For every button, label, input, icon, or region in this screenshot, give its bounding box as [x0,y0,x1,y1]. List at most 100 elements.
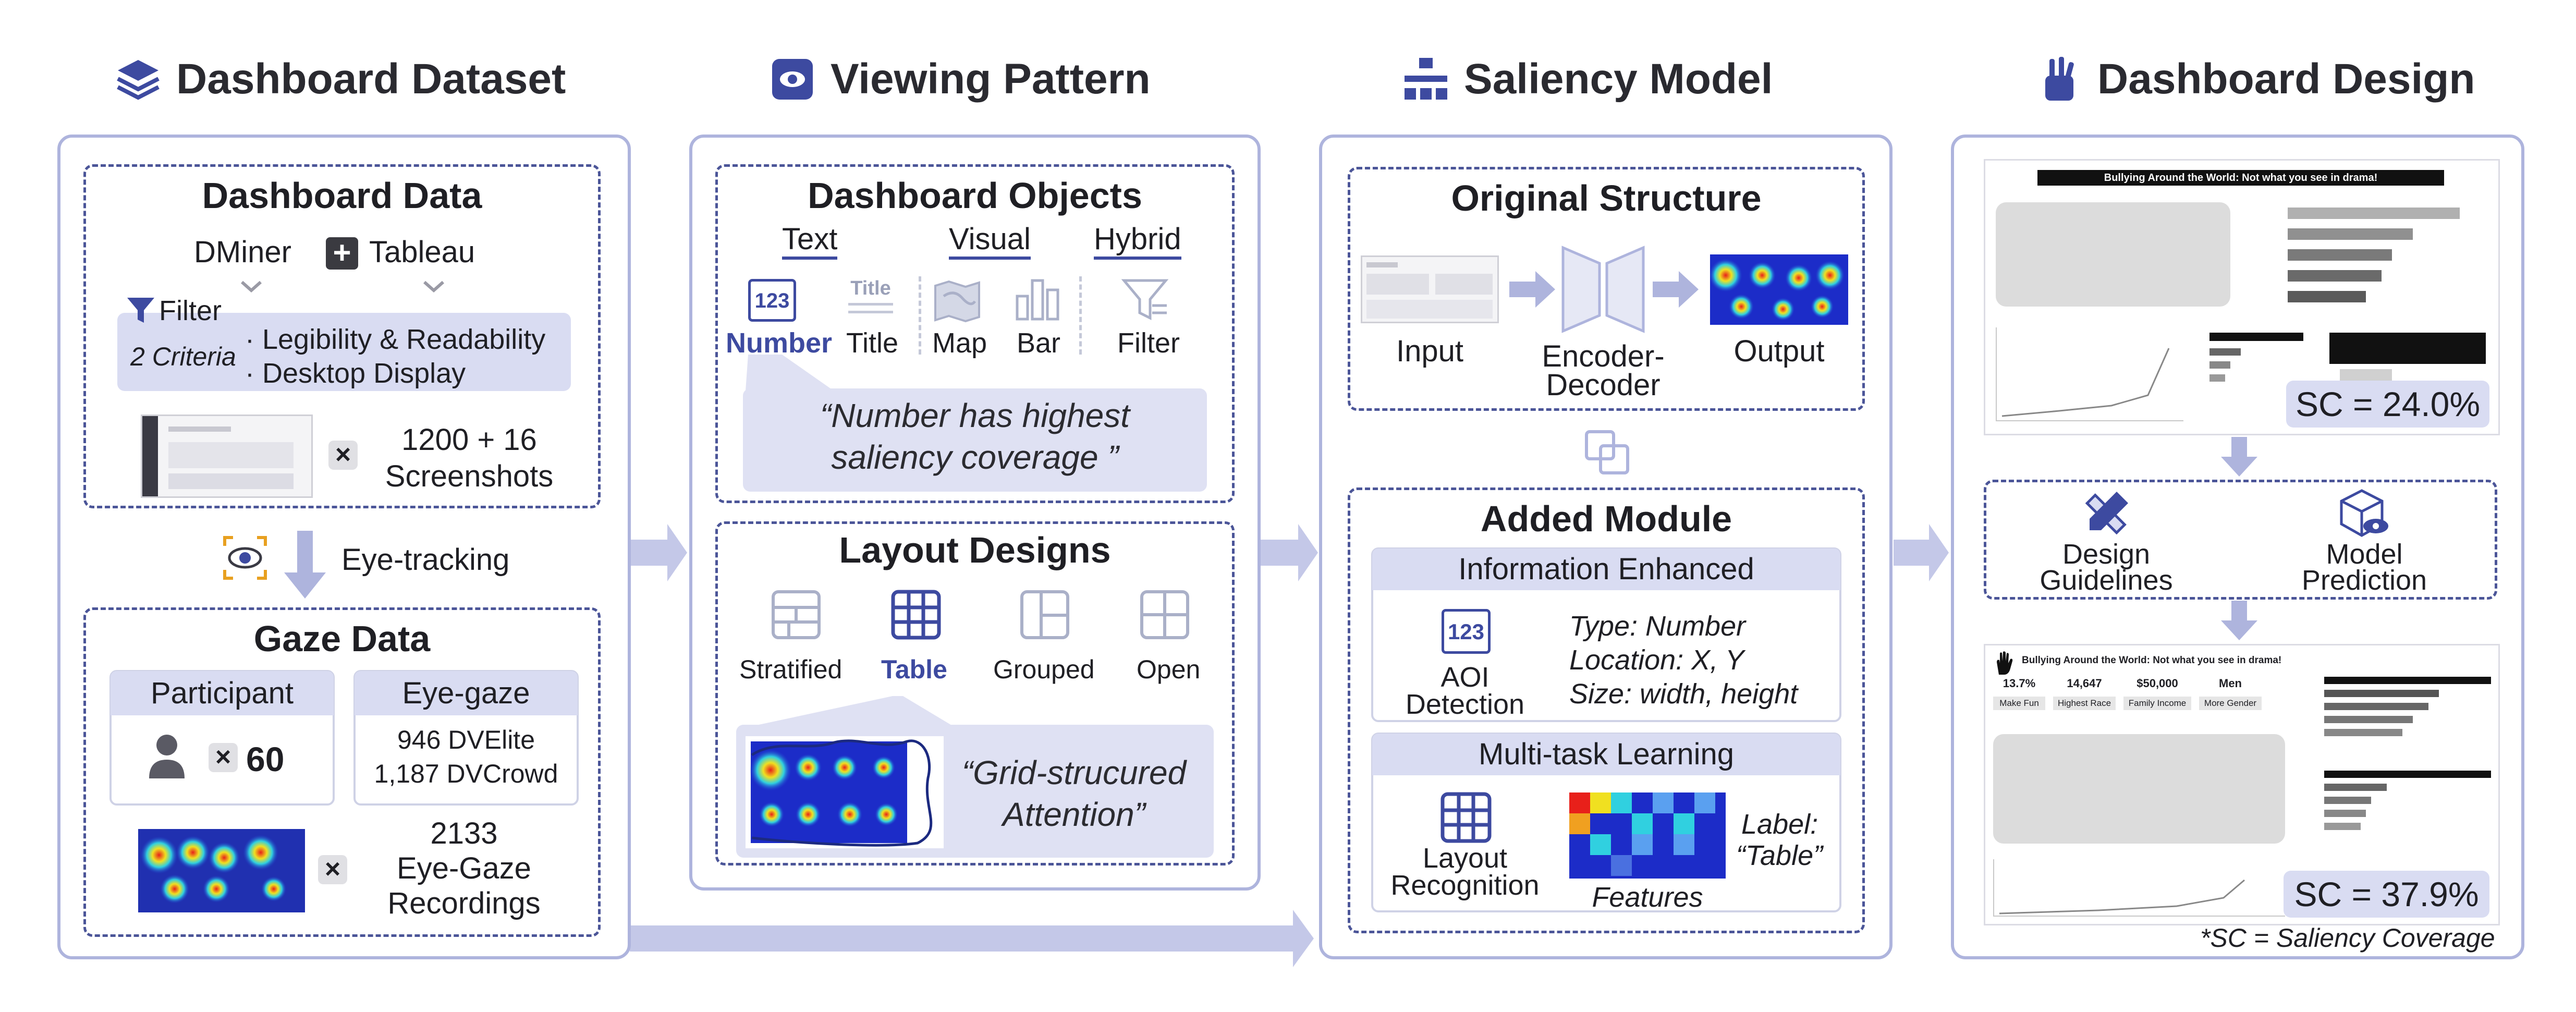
arrow-saliency-to-design [1894,524,1949,581]
number-icon-text: 123 [754,289,790,312]
bar-chart-area [2309,666,2496,854]
arrow-viewing-to-saliency [1261,524,1318,581]
viewing-header-label: Viewing Pattern [831,55,1151,103]
world-map-area [1993,734,2285,844]
pen-cup-icon [2045,57,2074,101]
criterion-desktop: · Desktop Display [245,358,466,389]
viewing-header: Viewing Pattern [769,55,1151,104]
category-text: Text [782,222,838,260]
quote-grid-line2: Attention” [1003,796,1145,833]
kpi-value: 14,647 [2067,677,2102,690]
dashboard-data-title: Dashboard Data [202,175,482,216]
output-heatmap [1710,254,1848,325]
arrow-right-icon [1509,271,1555,308]
design-guidelines-label-1: Design [2062,539,2151,570]
multiply-label: × [215,742,231,772]
vertical-divider [919,276,921,355]
arrow-dataset-to-saliency-bottom [630,910,1314,967]
layout-designs-title: Layout Designs [839,530,1111,570]
layout-grouped: Grouped [993,655,1095,684]
eye-icon [772,59,813,100]
chevron-down-icon [241,281,262,293]
model-prediction-label-2: Prediction [2301,565,2427,596]
callout-pointer [747,696,955,727]
layout-table: Table [881,655,947,684]
criteria-label: 2 Criteria [130,342,236,371]
line-chart-area [1996,327,2183,421]
kpi-row: 13.7% 14,647 $50,000 Men Make Fun Highes… [1993,677,2275,713]
aoi-location: Location: X, Y [1569,644,1744,676]
eye-tracking-label: Eye-tracking [341,543,510,577]
input-thumbnail [1361,255,1499,323]
kpi-label: Highest Race [2053,697,2116,710]
quote-grid-line1: “Grid-strucured [961,754,1187,791]
arrow-down-icon [2221,601,2257,640]
plus-icon: + [326,237,358,270]
object-title: Title [846,327,899,359]
screenshots-label: Screenshots [385,459,554,493]
saliency-header: Saliency Model [1402,55,1773,104]
multiply-icon: × [318,855,347,884]
aoi-icon-text: 123 [1447,619,1485,644]
filter-label: Filter [159,295,222,326]
dataset-header: Dashboard Dataset [115,55,566,104]
kpi-value: $50,000 [2137,677,2178,690]
object-bar: Bar [1017,327,1061,359]
participant-count: 60 [246,740,285,778]
sc-bottom-value: SC = 37.9% [2294,875,2479,913]
line-chart-area [1993,859,2285,917]
quote-number-line1: “Number has highest [820,397,1130,434]
eye-tracking-arrow [284,531,326,599]
recordings-label-1: Eye-Gaze [397,851,531,885]
gaze-data-title: Gaze Data [253,618,431,659]
layout-open: Open [1137,655,1201,684]
filter-icon [127,298,154,323]
output-label: Output [1733,334,1825,368]
redesigned-dashboard-preview: Bullying Around the World: Not what you … [1984,644,2500,925]
recordings-count: 2133 [430,816,498,850]
arrow-down-icon [2221,437,2257,477]
kpi-label: Make Fun [1993,697,2045,710]
map-icon [934,281,980,322]
sc-top-value: SC = 24.0% [2295,385,2481,423]
category-hybrid: Hybrid [1094,222,1181,260]
dashboard-title: Bullying Around the World: Not what you … [2022,655,2282,666]
stratified-layout-icon [772,590,821,639]
dvelite-count: 946 DVElite [397,725,535,754]
chevron-down-icon [423,281,444,293]
sc-bottom-badge: SC = 37.9% [2284,871,2489,918]
object-map: Map [932,327,987,359]
hierarchy-icon [1405,58,1447,100]
design-guidelines-label-2: Guidelines [2040,565,2173,596]
multiply-label: × [324,854,341,884]
object-number: Number [726,327,833,359]
filter-criteria-box [117,313,571,391]
grid-attention-heatmap [746,736,944,848]
label-line-2: “Table” [1736,840,1823,871]
multiply-icon: × [328,441,358,470]
design-tools-box [1984,480,2497,600]
eye-tracking-icon [223,536,267,580]
kpi-label: More Gender [2199,697,2262,710]
race-bar-area [2194,327,2309,421]
encoder-label: Encoder- [1542,339,1665,373]
cube-eye-icon [2340,489,2388,537]
aoi-number-icon: 123 [1442,609,1491,654]
hand-icon [1997,651,2013,675]
label-line-1: Label: [1741,809,1818,840]
arrow-right-icon [1653,271,1699,308]
category-visual: Visual [949,222,1031,260]
aoi-label-1: AOI [1440,662,1490,693]
table-layout-icon [1440,792,1492,843]
layout-recognition-label-2: Recognition [1390,870,1540,901]
arrow-dataset-to-viewing [630,524,687,581]
filter-icon [1121,279,1169,321]
sc-top-badge: SC = 24.0% [2286,381,2489,428]
open-layout-icon [1140,590,1189,639]
saliency-header-label: Saliency Model [1464,55,1773,103]
footnote: *SC = Saliency Coverage [2200,923,2495,953]
copy-icon [1585,430,1629,474]
bar-chart-icon [1016,279,1059,321]
gaze-heatmap-thumbnail [138,829,305,912]
